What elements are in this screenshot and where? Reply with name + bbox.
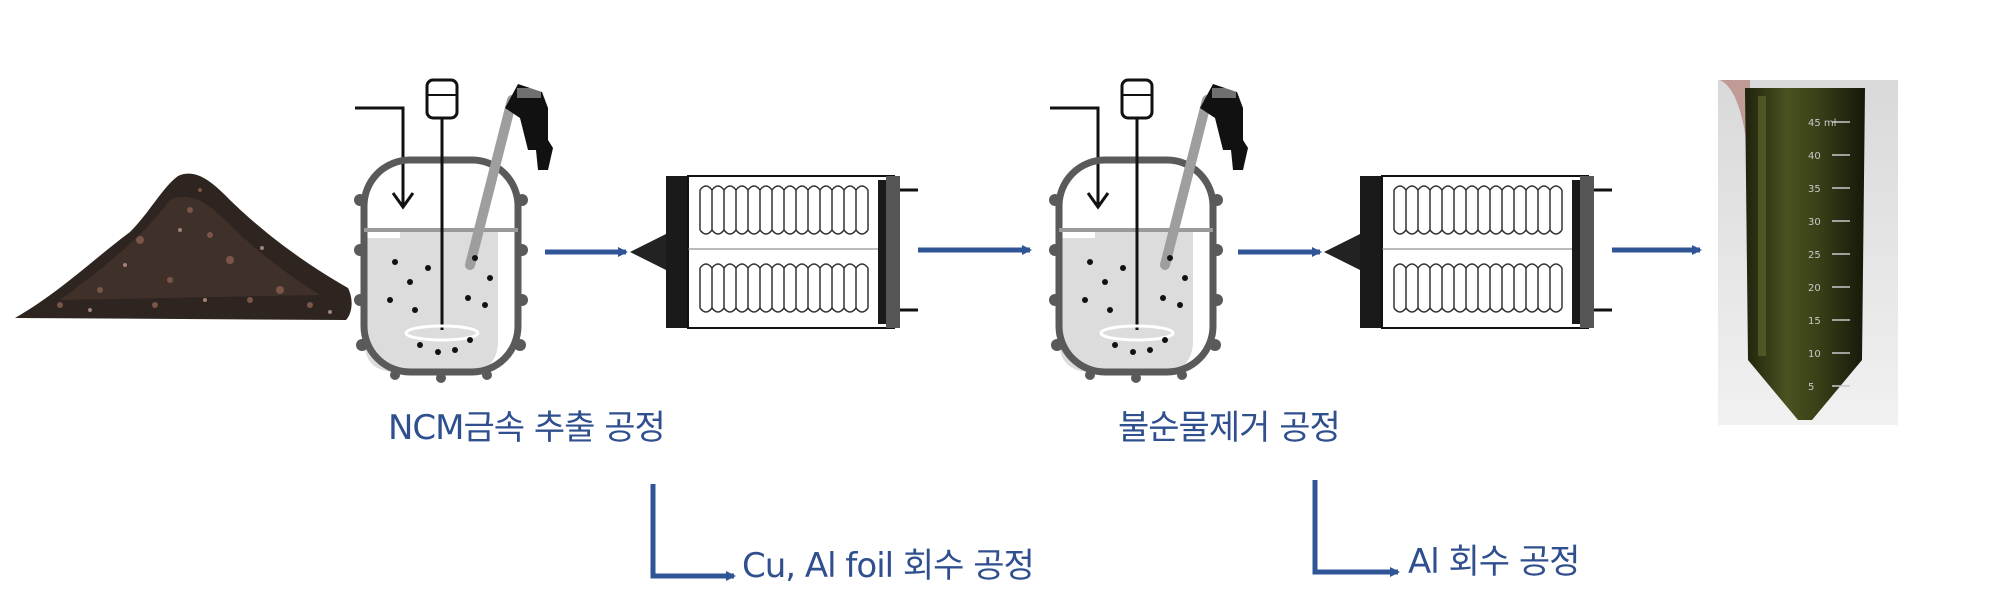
tube-scale-label: 25 xyxy=(1808,250,1821,261)
branch-arrow-cu-al-recovery xyxy=(653,484,734,576)
label-cu-al-foil-recovery: Cu, Al foil 회수 공정 xyxy=(742,538,1034,587)
tube-scale-label: 35 xyxy=(1808,184,1821,195)
black-mass-pile xyxy=(15,174,352,320)
filter-press-1 xyxy=(630,176,918,328)
tube-scale-label: 40 xyxy=(1808,151,1821,162)
tube-scale-label: 5 xyxy=(1808,382,1814,393)
impurity-reactor-2 xyxy=(1049,80,1248,383)
tube-scale-label: 45 ml xyxy=(1808,118,1836,129)
tube-scale-label: 20 xyxy=(1808,283,1821,294)
tube-scale-label: 15 xyxy=(1808,316,1821,327)
filter-press-2 xyxy=(1324,176,1612,328)
leaching-reactor-1 xyxy=(354,80,553,383)
tube-scale-label: 30 xyxy=(1808,217,1821,228)
branch-arrow-al-recovery xyxy=(1315,480,1398,572)
product-solution-tube: 45 ml 40 35 30 25 20 15 10 5 xyxy=(1718,80,1898,425)
label-al-recovery: Al 회수 공정 xyxy=(1408,534,1579,583)
tube-scale-label: 10 xyxy=(1808,349,1821,360)
label-ncm-metal-extraction: NCM금속 추출 공정 xyxy=(388,400,665,449)
label-impurity-removal: 불순물제거 공정 xyxy=(1118,400,1340,449)
